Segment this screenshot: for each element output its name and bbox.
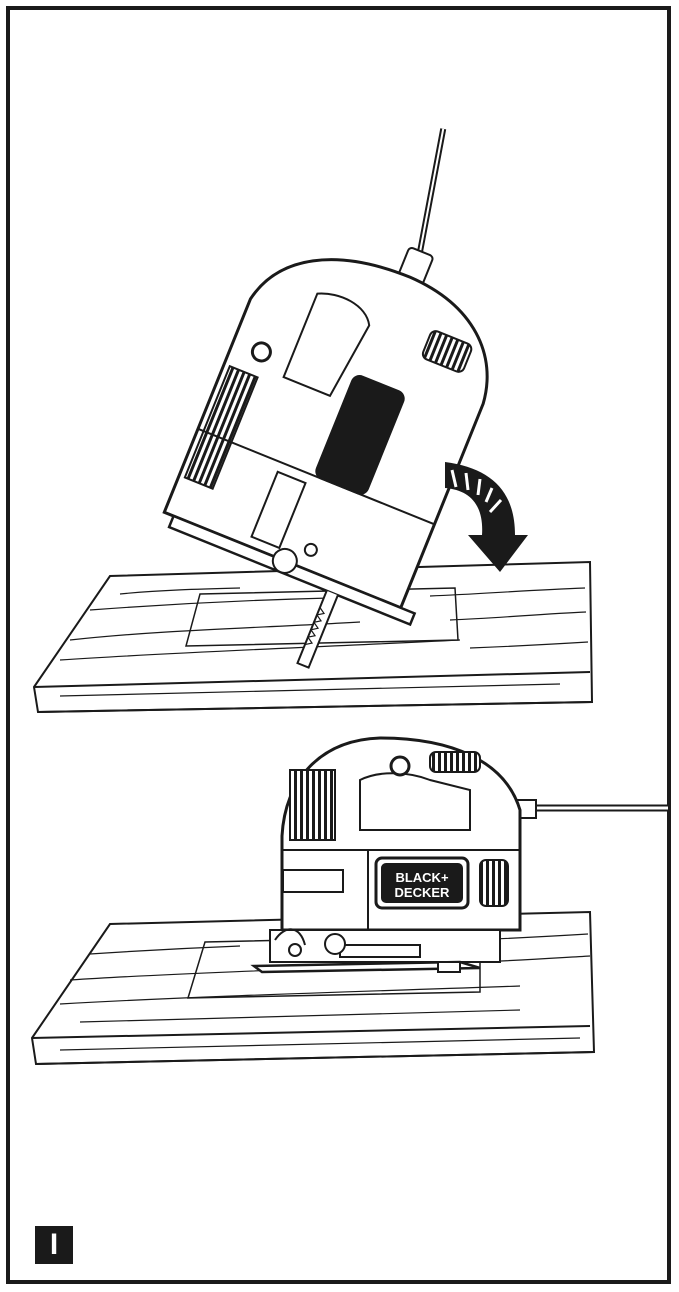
brand-line1: BLACK+ [395,870,448,885]
jigsaw-tilted [162,128,489,669]
rotate-arrow-icon [445,462,528,572]
bottom-scene [30,736,668,1066]
top-scene [32,128,594,714]
jigsaw-upright [250,736,668,974]
figure-label: I [35,1226,73,1264]
brand-line2: DECKER [395,885,451,900]
brand-wordmark: BLACK+ DECKER [395,870,451,900]
